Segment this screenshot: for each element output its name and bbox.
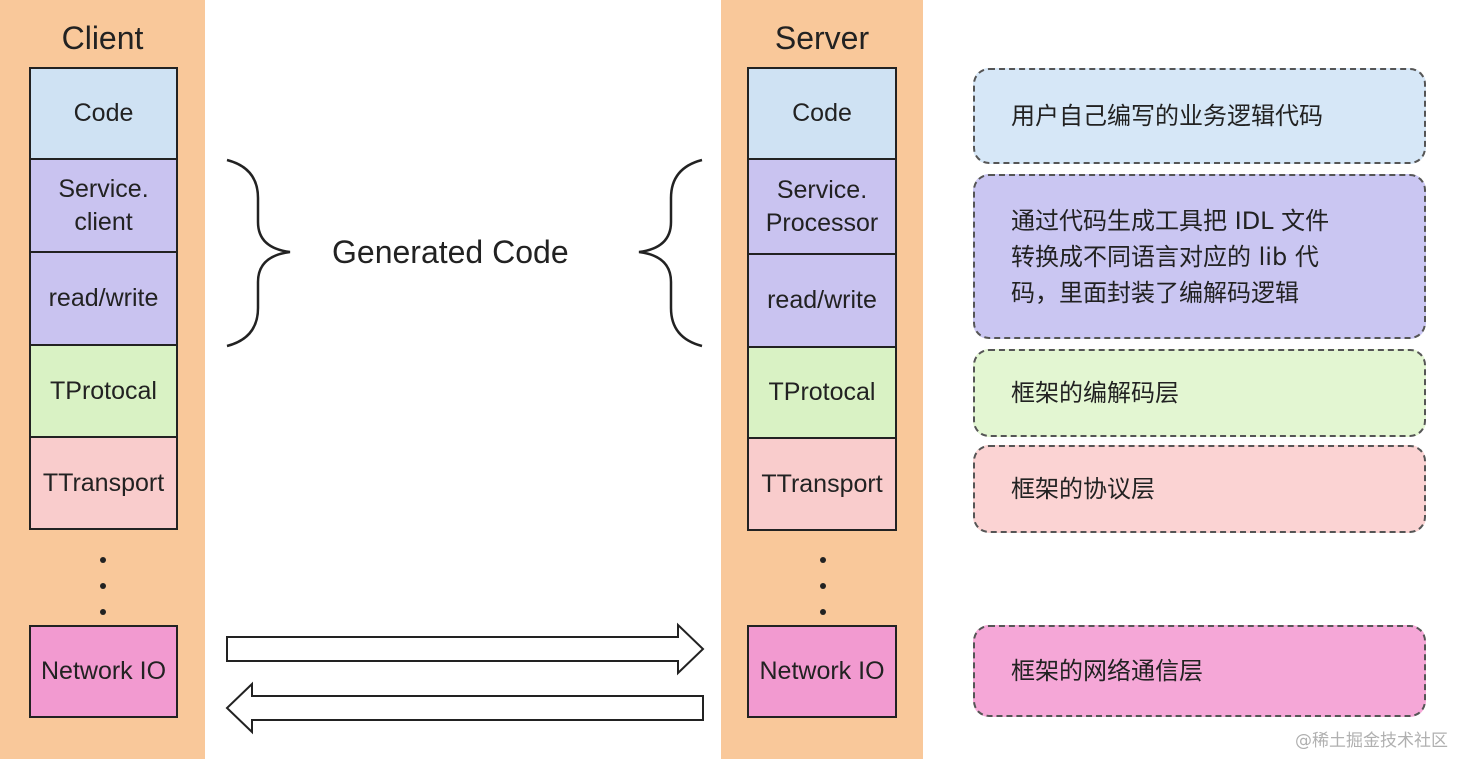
client-protocol-layer: TProtocal: [29, 344, 178, 438]
client-readwrite-layer: read/write: [29, 251, 178, 346]
watermark: @稀土掘金技术社区: [1295, 731, 1448, 751]
response-arrow: [225, 681, 704, 735]
client-column: Client Code Service. client read/write T…: [0, 0, 205, 759]
generated-code-label: Generated Code: [332, 234, 569, 270]
server-network-layer: Network IO: [747, 625, 897, 718]
server-ellipsis: [820, 557, 826, 617]
client-transport-layer: TTransport: [29, 436, 178, 530]
client-service-layer: Service. client: [29, 158, 178, 253]
note-codec-layer: 框架的编解码层: [973, 349, 1426, 437]
server-title: Server: [774, 20, 870, 56]
left-curly-brace: [226, 158, 291, 348]
note-generated-code: 通过代码生成工具把 IDL 文件 转换成不同语言对应的 lib 代 码，里面封装…: [973, 174, 1426, 339]
client-title: Client: [61, 20, 144, 56]
request-arrow: [226, 622, 705, 676]
client-code-layer: Code: [29, 67, 178, 160]
server-transport-layer: TTransport: [747, 437, 897, 531]
note-business-code: 用户自己编写的业务逻辑代码: [973, 68, 1426, 164]
note-protocol-layer: 框架的协议层: [973, 445, 1426, 533]
note-network-layer: 框架的网络通信层: [973, 625, 1426, 717]
client-ellipsis: [100, 557, 106, 617]
server-column: Server Code Service. Processor read/writ…: [721, 0, 923, 759]
server-code-layer: Code: [747, 67, 897, 160]
server-readwrite-layer: read/write: [747, 253, 897, 348]
client-network-layer: Network IO: [29, 625, 178, 718]
right-curly-brace: [638, 158, 703, 348]
server-service-layer: Service. Processor: [747, 158, 897, 255]
